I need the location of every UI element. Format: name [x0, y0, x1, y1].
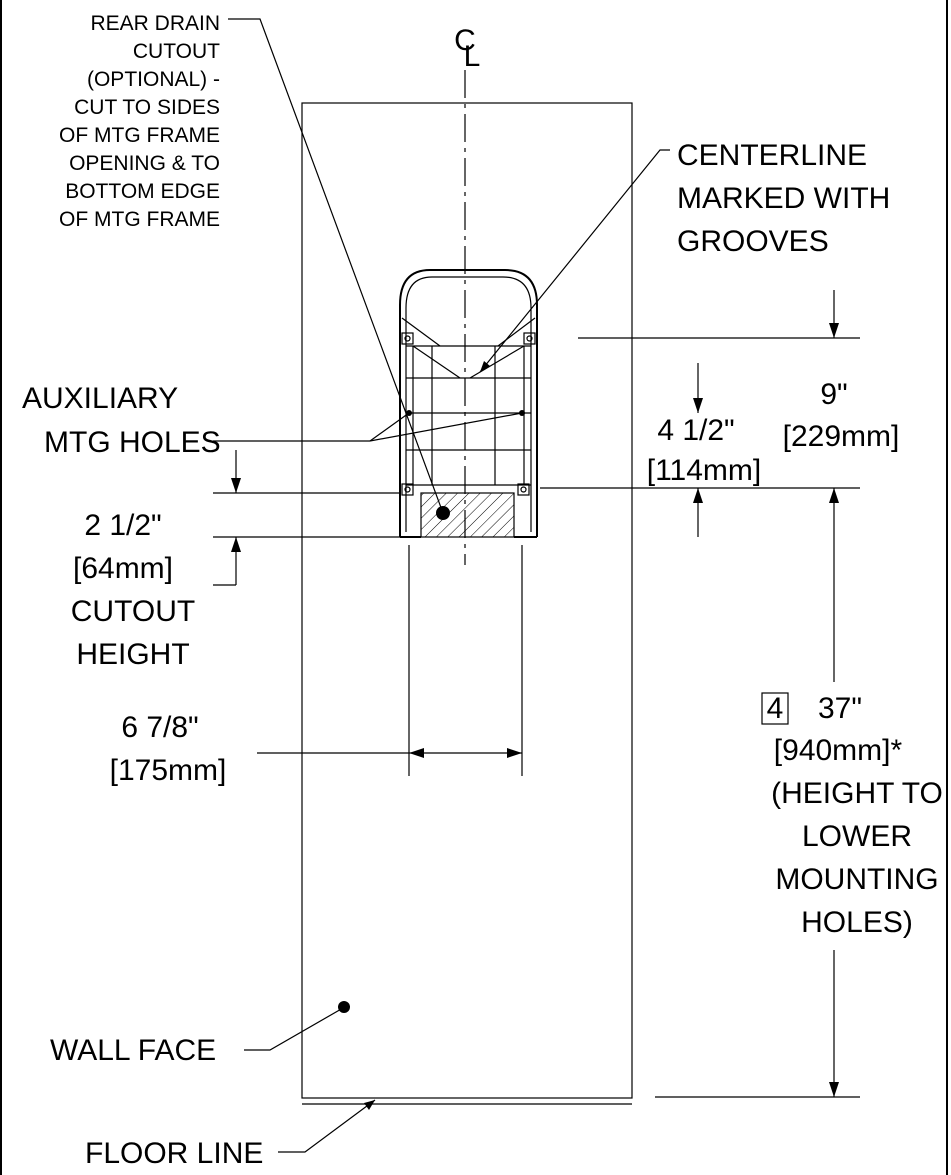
rear-drain-line-2: CUTOUT: [133, 40, 220, 63]
dim-9-metric: [229mm]: [783, 420, 900, 453]
aux-holes-leader-left: [369, 412, 410, 442]
floor-line-arrowhead: [364, 1100, 375, 1110]
dim-9-lines: [578, 290, 860, 339]
centerline-note-line-2: MARKED WITH: [677, 182, 890, 215]
rear-drain-line-5: OF MTG FRAME: [59, 124, 220, 147]
dim-4-5-imperial: 4 1/2": [657, 414, 734, 447]
centerline-note-arrowhead: [480, 361, 490, 372]
centerline-symbol-l: L: [464, 40, 481, 73]
floor-line-leader: [278, 1099, 376, 1153]
note-number-box: [761, 692, 789, 725]
cutout-height-caption-1: CUTOUT: [71, 595, 195, 628]
cutout-height-caption-2: HEIGHT: [76, 638, 189, 671]
floor-line-label: FLOOR LINE: [85, 1137, 263, 1170]
centerline-note-leader: [479, 149, 670, 373]
note-number: 4: [767, 692, 784, 725]
rear-drain-line-8: OF MTG FRAME: [59, 208, 220, 231]
centerline-note-line-3: GROOVES: [677, 225, 829, 258]
rear-drain-line-7: BOTTOM EDGE: [65, 180, 220, 203]
wall-face-leader: [244, 1007, 344, 1051]
centerline-note-line-1: CENTERLINE: [677, 139, 867, 172]
aux-holes-line-2: MTG HOLES: [44, 426, 221, 459]
rear-drain-line-4: CUT TO SIDES: [74, 96, 220, 119]
dim-37-imperial: 37": [818, 692, 862, 725]
centerline-symbol-c: C: [454, 24, 476, 57]
dim-37-caption-3: MOUNTING: [775, 863, 938, 896]
rear-drain-line-3: (OPTIONAL) -: [87, 68, 220, 91]
drain-cutout-hatch: [420, 492, 515, 538]
cutout-height-dimension: [213, 450, 400, 586]
dim-width-metric: [175mm]: [110, 754, 227, 787]
dim-width-lines: [257, 545, 523, 776]
aux-holes-leader-right: [369, 412, 523, 442]
dim-width-imperial: 6 7/8": [121, 711, 198, 744]
dim-4-5-metric: [114mm]: [647, 454, 761, 487]
dim-37-caption-4: HOLES): [801, 906, 913, 939]
cutout-height-metric: [64mm]: [73, 552, 173, 585]
dim-37-metric: [940mm]*: [774, 734, 903, 767]
dim-37-caption-1: (HEIGHT TO: [771, 777, 943, 810]
rear-drain-label: REAR DRAIN CUTOUT (OPTIONAL) - CUT TO SI…: [59, 12, 220, 231]
dim-37-lines: [655, 488, 860, 1098]
dim-9-imperial: 9": [820, 378, 847, 411]
rear-drain-leader: [228, 18, 444, 514]
cutout-height-imperial: 2 1/2": [84, 509, 161, 542]
dim-4-5-lines: [540, 363, 860, 537]
wall-face-label: WALL FACE: [50, 1034, 216, 1067]
dim-37-caption-2: LOWER: [802, 820, 912, 853]
rear-drain-line-6: OPENING & TO: [69, 152, 220, 175]
mounting-frame: [399, 269, 538, 538]
wall-face-panel: [301, 102, 633, 1099]
wall-face-dot: [338, 1001, 350, 1013]
rear-drain-line-1: REAR DRAIN: [90, 12, 220, 35]
aux-holes-line-1: AUXILIARY: [22, 382, 178, 415]
